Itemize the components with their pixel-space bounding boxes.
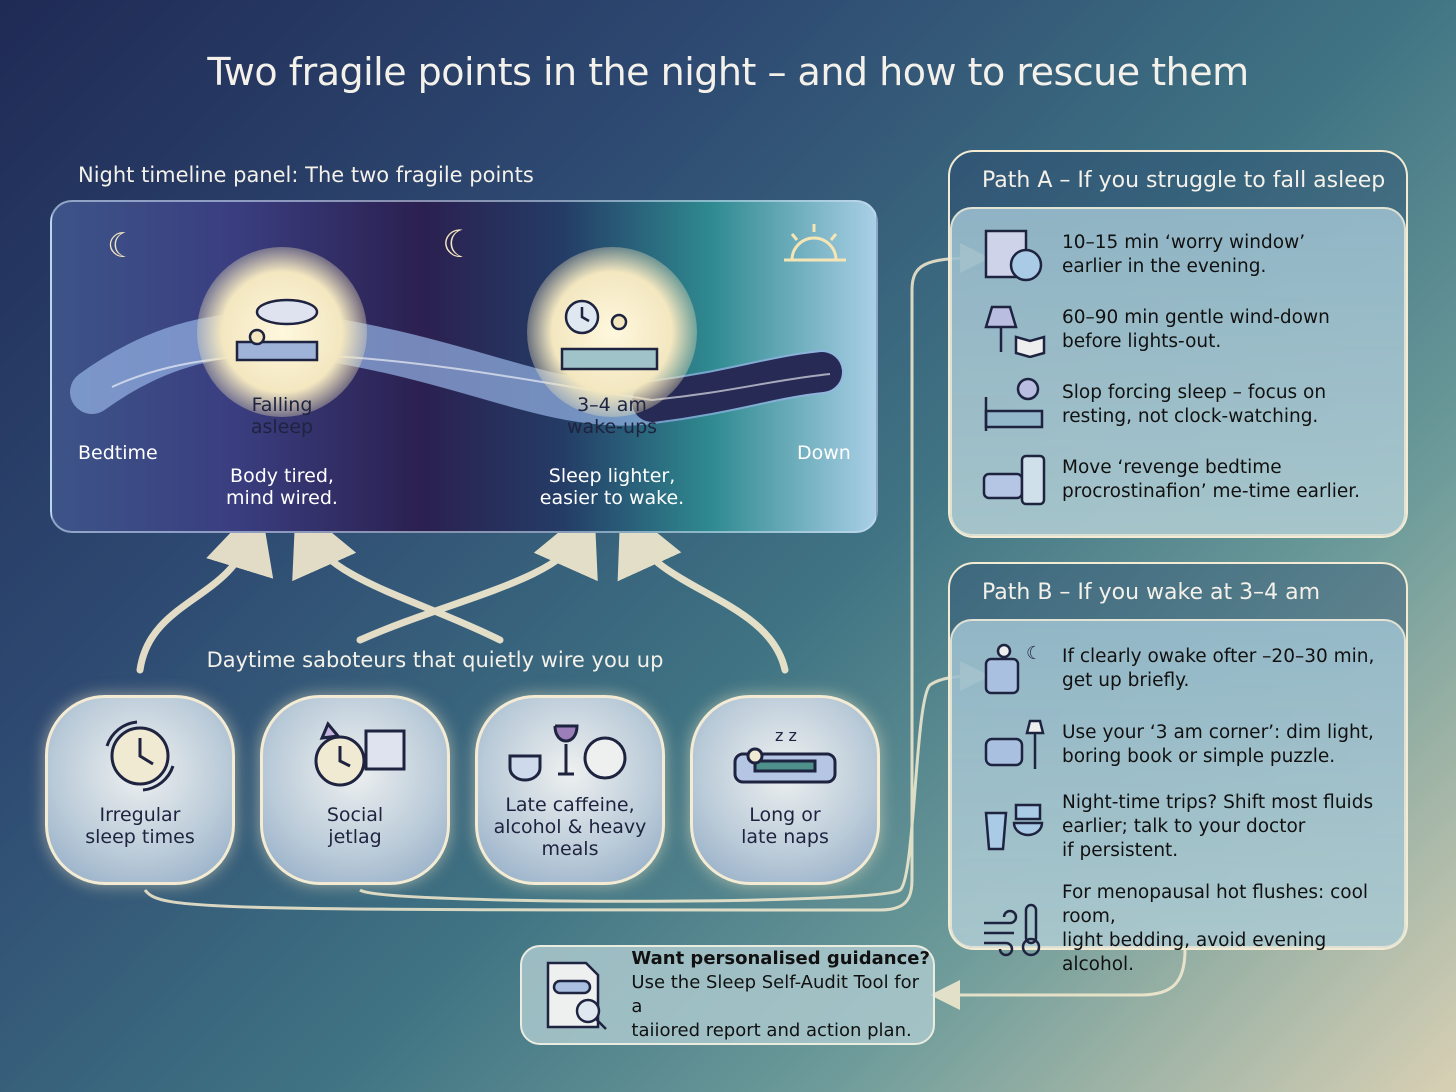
coffee-wine-plate-icon xyxy=(508,724,627,782)
item-text-line2: resting, not clock-watching. xyxy=(1062,406,1319,427)
item-text: 10–15 min ‘worry window’ xyxy=(1062,232,1306,253)
item-text-line2: before lights-out. xyxy=(1062,331,1222,352)
cta-text-line2: taiiored report and action plan. xyxy=(631,1020,912,1041)
saboteur-label-line2: sleep times xyxy=(85,826,195,848)
path-b-panel: Path B – If you wake at 3–4 am ☾ If clear… xyxy=(948,562,1408,975)
wind-thermometer-icon xyxy=(984,903,1041,957)
saboteur-label-line2: jetlag xyxy=(328,826,382,848)
point-desc-line2: easier to wake. xyxy=(539,487,685,509)
notepad-clock-icon xyxy=(984,229,1043,282)
item-text: Move ‘revenge bedtime xyxy=(1062,457,1282,478)
point-title-line2: asleep xyxy=(250,416,314,438)
self-audit-cta[interactable]: Want personalised guidance? Use the Slee… xyxy=(520,945,935,1045)
glass-toilet-icon xyxy=(984,803,1044,851)
clock-cycle-icon xyxy=(105,720,175,792)
item-text-line2: earlier in the evening. xyxy=(1062,256,1267,277)
point-desc: Body tired, xyxy=(230,465,334,487)
person-chair-moon-icon: ☾ xyxy=(984,643,1042,695)
svg-text:☾: ☾ xyxy=(1026,643,1042,664)
cta-heading: Want personalised guidance? xyxy=(631,948,930,969)
sunrise-icon xyxy=(784,224,846,262)
item-text-line2: procrostinafion’ me-time earlier. xyxy=(1062,481,1361,502)
crescent-moon-icon: ☾ xyxy=(107,226,137,266)
sofa-phone-icon xyxy=(982,454,1046,506)
saboteur-label: Long or xyxy=(749,804,821,826)
saboteur-label-line3: meals xyxy=(541,838,599,860)
cta-text: Use the Sleep Self-Audit Tool for a xyxy=(631,972,920,1017)
timeline-label: Night timeline panel: The two fragile po… xyxy=(78,163,534,187)
wake-up-glow xyxy=(527,247,697,417)
audit-document-icon xyxy=(546,961,607,1030)
svg-text:z z: z z xyxy=(775,726,797,745)
item-text-line2: boring book or simple puzzle. xyxy=(1062,746,1336,767)
item-text: 60–90 min gentle wind-down xyxy=(1062,307,1330,328)
point-title: 3–4 am xyxy=(577,394,647,416)
item-text: If clearly owake ofter –20–30 min, xyxy=(1062,646,1375,667)
path-a-list: 10–15 min ‘worry window’ earlier in the e… xyxy=(950,207,1406,536)
path-a-item: Slop forcing sleep – focus on resting, no… xyxy=(982,377,1326,433)
item-text-line2: get up briefly. xyxy=(1062,670,1190,691)
item-text-line2: light bedding, avoid evening alcohol. xyxy=(1062,930,1327,975)
bed-pause-icon xyxy=(984,377,1044,431)
clock-wake-icon xyxy=(560,299,659,371)
saboteur-label-line2: late naps xyxy=(741,826,829,848)
lamp-book-icon xyxy=(984,305,1046,358)
point-title-line2: wake-ups xyxy=(566,416,658,438)
alarm-calendar-icon xyxy=(314,721,406,787)
path-b-list: ☾ If clearly owake ofter –20–30 min, get u… xyxy=(950,619,1406,975)
item-text-line3: if persistent. xyxy=(1062,840,1179,861)
point-title: Falling xyxy=(251,394,313,416)
path-a-item: 10–15 min ‘worry window’ earlier in the e… xyxy=(982,227,1305,283)
path-a-title: Path A – If you struggle to fall asleep xyxy=(982,168,1386,193)
saboteur-label-line2: alcohol & heavy xyxy=(493,816,647,838)
path-a-item: Move ‘revenge bedtime procrostinafion’ me… xyxy=(982,452,1360,508)
down-label: Down xyxy=(797,442,851,464)
path-b-item: For menopausal hot flushes: cool room,li… xyxy=(982,881,1404,977)
armchair-lamp-icon xyxy=(984,719,1045,769)
point-desc: Sleep lighter, xyxy=(548,465,676,487)
item-text-line2: earlier; talk to your doctor xyxy=(1062,816,1306,837)
page-title: Two fragile points in the night – and ho… xyxy=(207,50,1249,94)
path-b-title: Path B – If you wake at 3–4 am xyxy=(982,580,1321,605)
item-text: For menopausal hot flushes: cool room, xyxy=(1062,882,1369,927)
item-text: Night-time trips? Shift most fluids xyxy=(1062,792,1374,813)
sofa-nap-icon: z z xyxy=(733,726,837,784)
path-b-item: ☾ If clearly owake ofter –20–30 min, get u… xyxy=(982,641,1374,697)
item-text: Use your ‘3 am corner’: dim light, xyxy=(1062,722,1374,743)
falling-asleep-glow xyxy=(197,247,367,417)
saboteur-label: Late caffeine, xyxy=(505,794,635,816)
path-a-panel: Path A – If you struggle to fall asleep … xyxy=(948,150,1408,538)
night-wave: ☾ ☾ xyxy=(70,222,846,426)
bedtime-label: Bedtime xyxy=(78,442,158,464)
sleepless-bed-icon xyxy=(235,298,319,362)
saboteur-label: Irregular xyxy=(99,804,181,826)
path-b-item: Night-time trips? Shift most fluids earli… xyxy=(982,791,1373,863)
saboteur-label: Social xyxy=(326,804,384,826)
path-b-item: Use your ‘3 am corner’: dim light, boring… xyxy=(982,717,1374,773)
moon-star-icon: ☾ xyxy=(442,222,476,266)
item-text: Slop forcing sleep – focus on xyxy=(1062,382,1327,403)
saboteurs-label: Daytime saboteurs that quietly wire you … xyxy=(206,648,664,672)
path-a-item: 60–90 min gentle wind-down before lights-… xyxy=(982,302,1330,358)
point-desc-line2: mind wired. xyxy=(226,487,338,509)
